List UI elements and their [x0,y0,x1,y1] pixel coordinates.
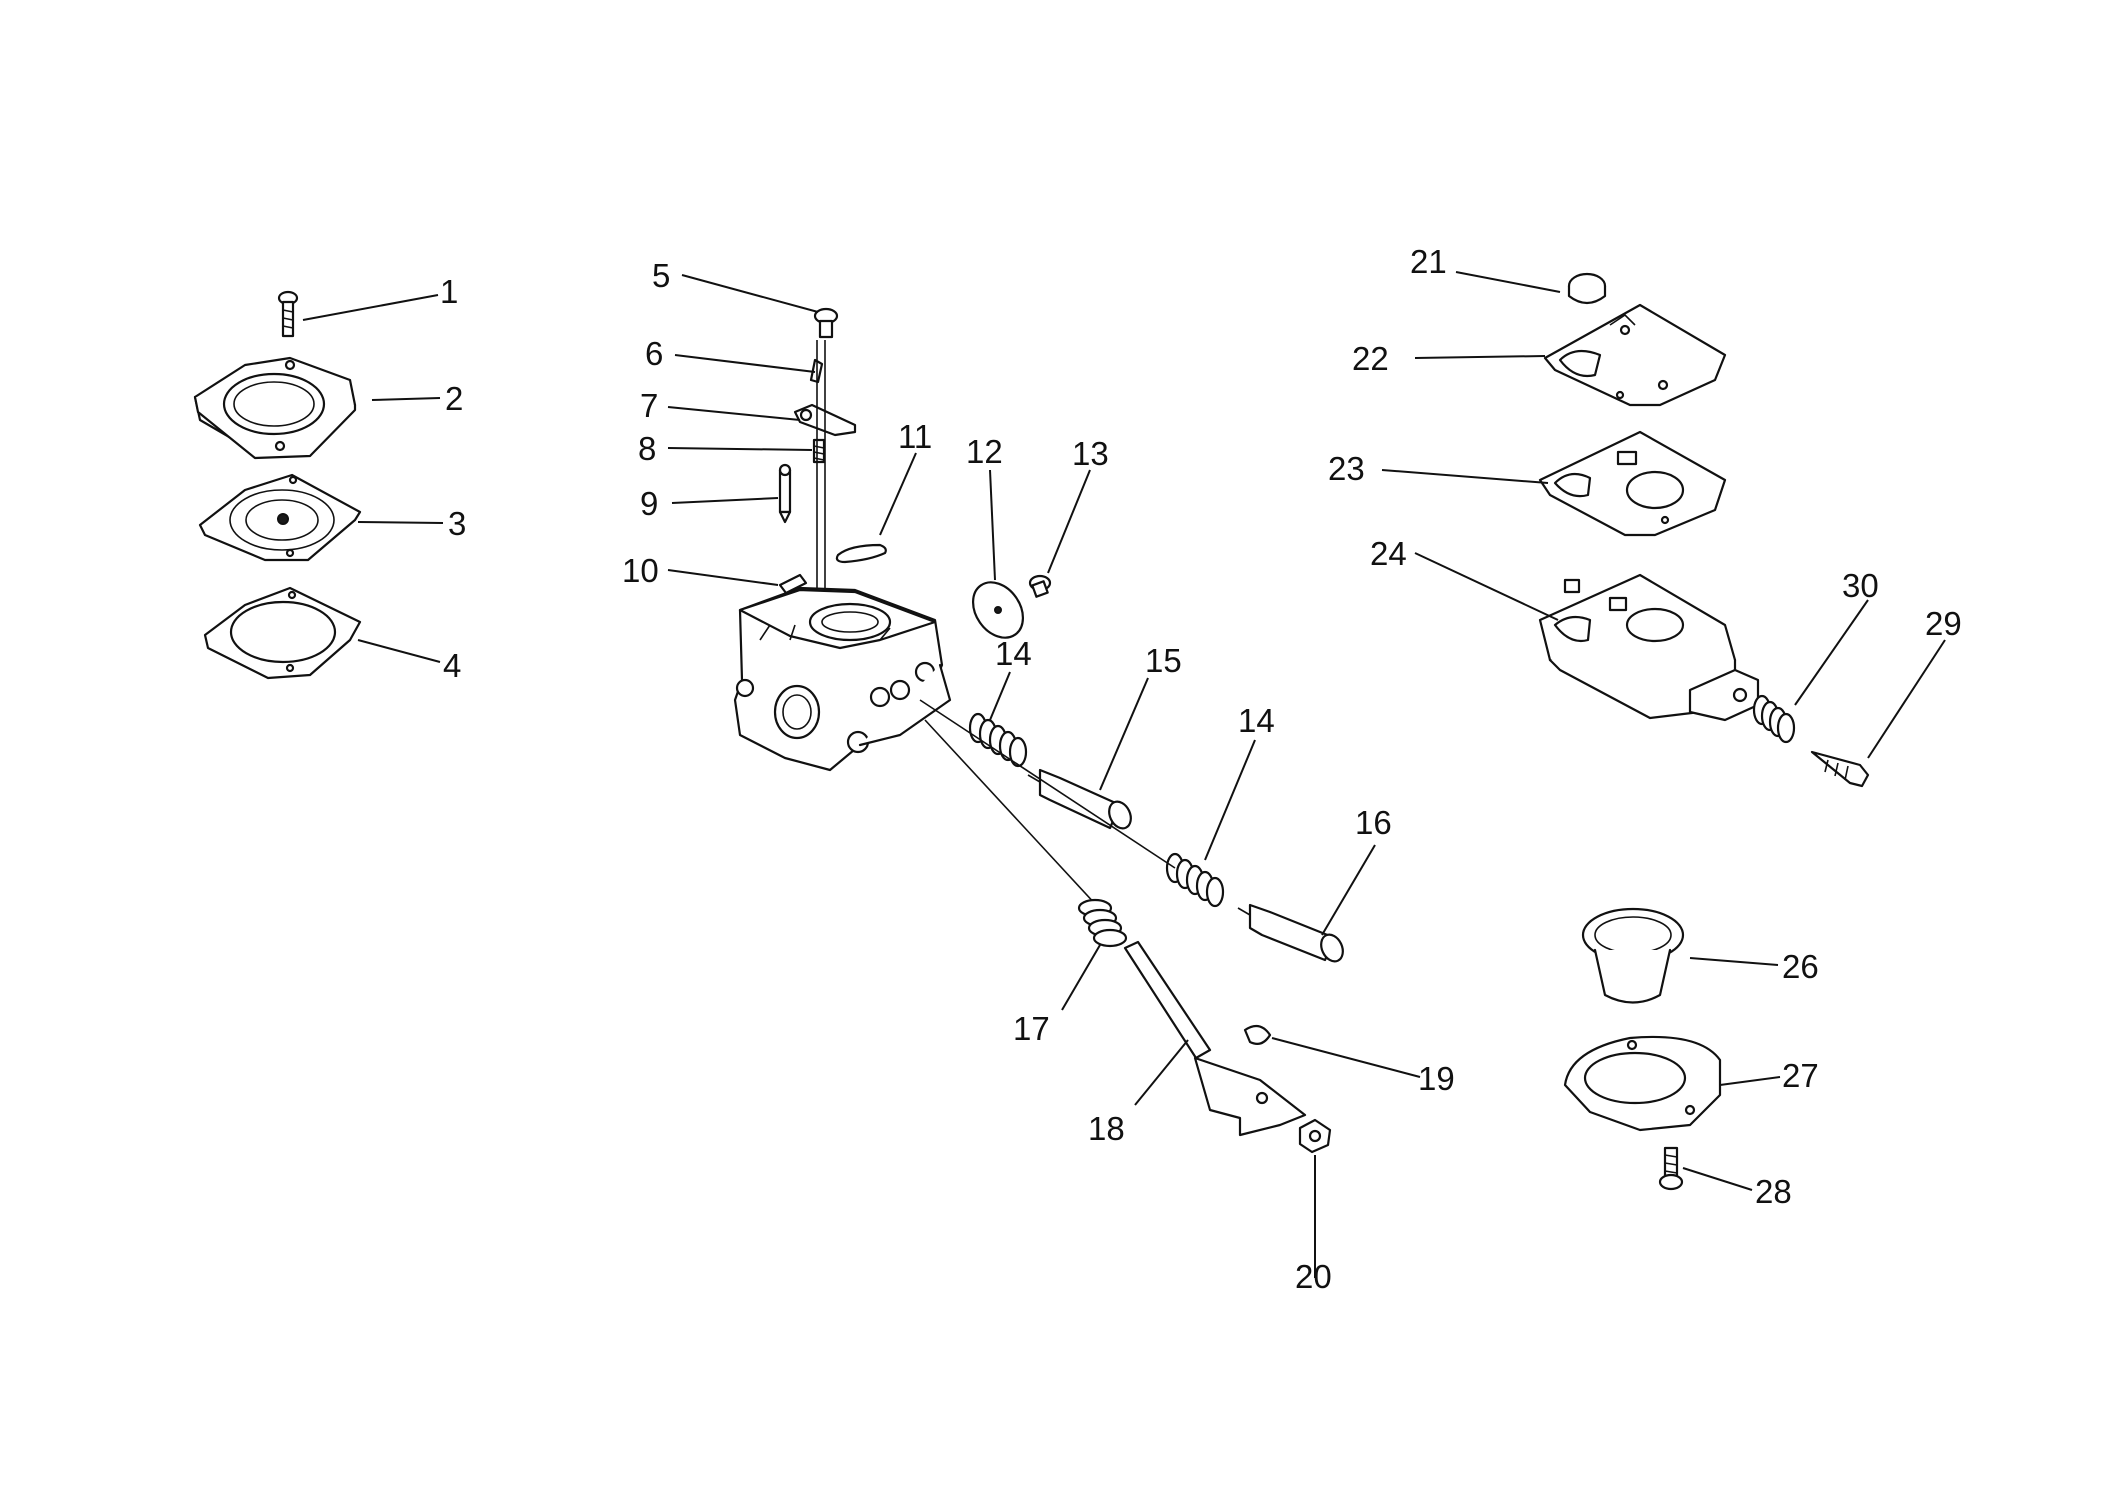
carburetor-body [733,586,952,772]
part-5-screw [813,307,839,339]
callout-29: 29 [1925,605,1962,642]
callout-10: 10 [622,552,659,589]
part-23-gasket [1538,430,1727,537]
callout-8: 8 [638,430,656,467]
part-19-clip [1243,1024,1272,1045]
assembly-guide-line [919,699,1176,869]
callout-23: 23 [1328,450,1365,487]
callout-22: 22 [1352,340,1389,377]
part-2-pump-cover [193,356,357,460]
callout-24: 24 [1370,535,1407,572]
part-4-gasket [203,586,362,680]
callout-18: 18 [1088,1110,1125,1147]
part-10-clip [778,573,808,595]
assembly-guide-line [924,719,1111,921]
part-29-screw [1810,750,1870,788]
callout-26: 26 [1782,948,1819,985]
callout-6: 6 [645,335,663,372]
callout-16: 16 [1355,804,1392,841]
callout-5: 5 [652,257,670,294]
part-18-throttle-lever [1123,940,1307,1137]
callout-1: 1 [440,273,458,310]
callout-11: 11 [898,418,932,455]
callout-14-lower: 14 [1238,702,1275,739]
callout-14-upper: 14 [995,635,1032,672]
callout-7: 7 [640,387,658,424]
part-22-cover-plate [1543,303,1727,407]
part-16-mixture-screw [1237,903,1344,963]
callout-4: 4 [443,647,461,684]
part-24-pump-body [1538,573,1760,722]
part-12-disc [971,581,1025,639]
callout-2: 2 [445,380,463,417]
part-14-spring-upper [968,712,1028,768]
part-9-needle [778,463,792,524]
callout-21: 21 [1410,243,1447,280]
part-17-spring [1077,898,1128,948]
callout-9: 9 [640,485,658,522]
part-27-gasket [1563,1035,1722,1132]
part-13-screw [1028,574,1052,598]
part-15-mixture-screw [1027,768,1132,830]
part-28-screw [1658,1146,1684,1191]
callout-13: 13 [1072,435,1109,472]
part-1-screw [277,290,299,338]
callout-12: 12 [966,433,1003,470]
part-21-cap [1567,272,1607,305]
callout-28: 28 [1755,1173,1792,1210]
part-11-spacer [835,543,887,564]
part-30-spring [1752,694,1796,744]
callout-labels: 1 2 3 4 5 6 7 8 9 10 11 12 13 14 14 15 1… [440,243,1962,1295]
callout-15: 15 [1145,642,1182,679]
part-8-spring [812,438,826,464]
callout-19: 19 [1418,1060,1455,1097]
part-26-cup [1581,907,1685,1004]
part-20-nut [1298,1118,1332,1154]
callout-3: 3 [448,505,466,542]
callout-17: 17 [1013,1010,1050,1047]
callout-27: 27 [1782,1057,1819,1094]
callout-20: 20 [1295,1258,1332,1295]
part-14-spring-lower [1165,852,1225,908]
callout-30: 30 [1842,567,1879,604]
leader-lines [302,271,1946,1278]
part-3-pump-diaphragm [198,473,362,562]
